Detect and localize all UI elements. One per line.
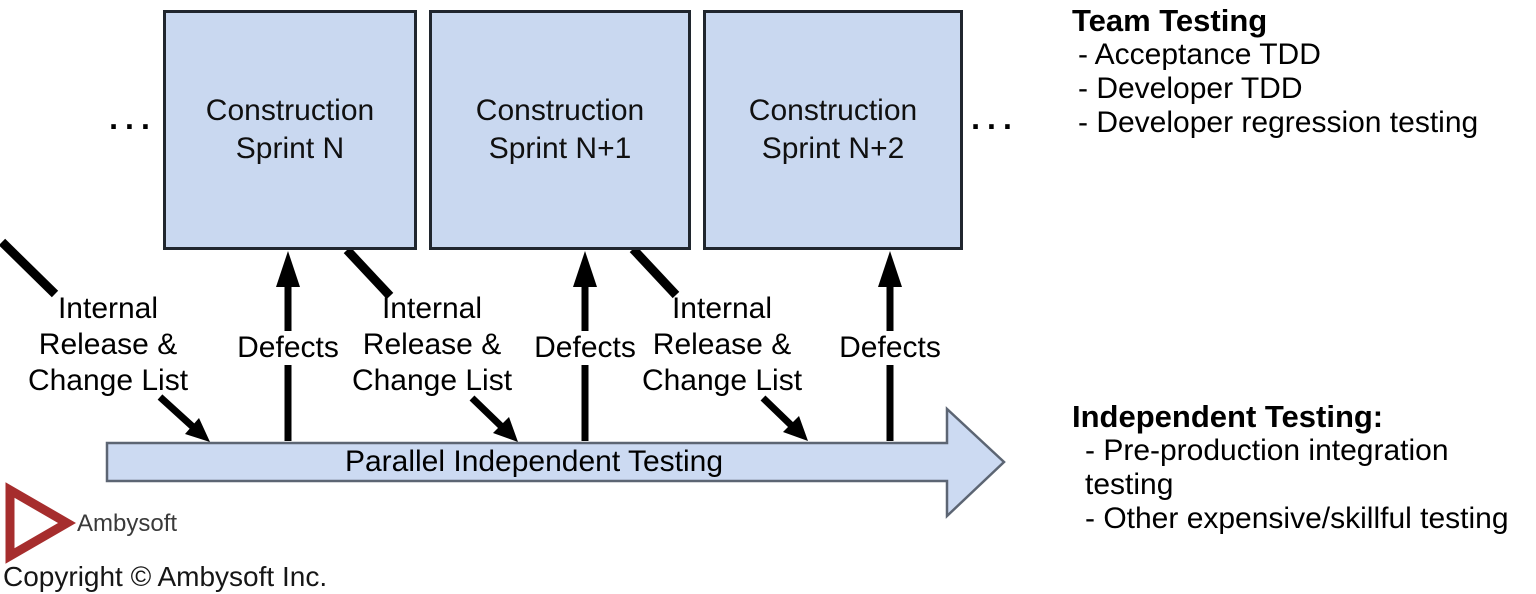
release-label-2: Internal Release & Change List: [352, 291, 512, 399]
release-label-line3: Change List: [641, 364, 803, 397]
ambysoft-logo-triangle-icon: [5, 482, 76, 564]
copyright-text: Copyright © Ambysoft Inc.: [3, 561, 328, 592]
team-testing-item: - Developer regression testing: [1078, 106, 1479, 139]
release-label-line1: Internal: [381, 292, 483, 325]
defects-label-3: Defects: [832, 331, 948, 365]
release-label-1: Internal Release & Change List: [28, 291, 188, 399]
release-label-line3: Change List: [27, 364, 189, 397]
ambysoft-logo-text: Ambysoft: [77, 510, 178, 537]
independent-testing-note: Independent Testing: - Pre-production in…: [1072, 399, 1534, 536]
sprint-label-line1: Construction: [748, 94, 918, 127]
independent-testing-item: - Other expensive/skillful testing: [1085, 502, 1509, 535]
defects-label-2: Defects: [527, 331, 643, 365]
sprint-label-line2: Sprint N+1: [488, 132, 632, 165]
release-label-line1: Internal: [57, 292, 159, 325]
continuation-ellipsis-right: ...: [971, 100, 1019, 136]
release-to-bar-arrow-2: [469, 395, 518, 442]
release-label-line2: Release &: [38, 328, 178, 361]
sprint-label-line1: Construction: [475, 94, 645, 127]
release-connector-line-3: [629, 245, 680, 299]
team-testing-item: - Acceptance TDD: [1078, 38, 1321, 71]
sprint-label-line2: Sprint N: [235, 132, 345, 165]
defects-label-1: Defects: [230, 331, 346, 365]
construction-sprint-n1-box: Construction Sprint N+1: [429, 10, 691, 250]
team-testing-note: Team Testing - Acceptance TDD - Develope…: [1072, 3, 1534, 140]
release-connector-line-1: [0, 238, 59, 298]
independent-testing-title: Independent Testing:: [1072, 399, 1384, 434]
release-to-bar-arrow-3: [760, 395, 808, 441]
release-connector-line-2: [343, 246, 394, 300]
continuation-ellipsis-left: ...: [109, 100, 157, 136]
sprint-box-label: Construction Sprint N+2: [749, 92, 917, 168]
release-to-bar-arrow-1: [157, 394, 210, 442]
sprint-box-label: Construction Sprint N: [206, 92, 374, 168]
independent-testing-item: - Pre-production integration testing: [1085, 434, 1449, 501]
construction-sprint-n2-box: Construction Sprint N+2: [703, 10, 963, 250]
team-testing-item: - Developer TDD: [1078, 72, 1303, 105]
release-label-line3: Change List: [351, 364, 513, 397]
release-label-line2: Release &: [652, 328, 792, 361]
team-testing-title: Team Testing: [1072, 3, 1268, 38]
construction-sprint-n-box: Construction Sprint N: [163, 10, 417, 250]
sprint-box-label: Construction Sprint N+1: [476, 92, 644, 168]
parallel-testing-arrow-shape: [105, 406, 1006, 519]
sprint-label-line1: Construction: [205, 94, 375, 127]
release-label-line1: Internal: [671, 292, 773, 325]
sprint-label-line2: Sprint N+2: [761, 132, 905, 165]
release-label-3: Internal Release & Change List: [642, 291, 802, 399]
parallel-testing-bar-label: Parallel Independent Testing: [344, 445, 724, 478]
release-label-line2: Release &: [362, 328, 502, 361]
